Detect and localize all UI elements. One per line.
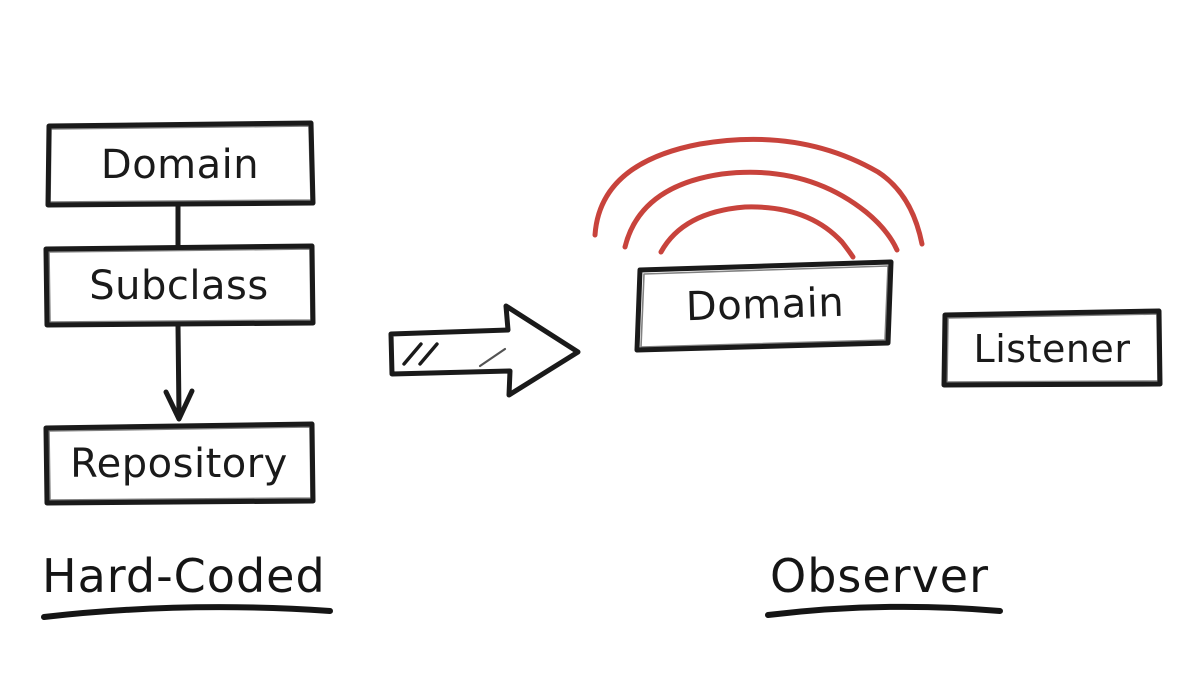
transition-block-arrow-icon xyxy=(388,303,581,398)
right-caption-underline xyxy=(765,603,1003,618)
right-domain-box xyxy=(634,259,894,353)
right-listener-label: Listener xyxy=(973,327,1131,371)
left-repository-label: Repository xyxy=(70,441,288,487)
right-listener-box xyxy=(941,308,1163,388)
broadcast-waves-icon xyxy=(592,136,925,260)
right-panel-caption: Observer xyxy=(770,549,990,603)
connector-subclass-repository-arrow xyxy=(163,322,195,422)
left-panel-caption: Hard-Coded xyxy=(42,549,326,603)
left-domain-label: Domain xyxy=(100,142,260,188)
left-domain-box xyxy=(45,120,316,208)
left-subclass-label: Subclass xyxy=(89,263,269,309)
left-subclass-box xyxy=(43,243,316,328)
right-domain-label: Domain xyxy=(685,279,845,331)
left-caption-underline xyxy=(41,604,333,620)
left-repository-box xyxy=(43,421,316,506)
